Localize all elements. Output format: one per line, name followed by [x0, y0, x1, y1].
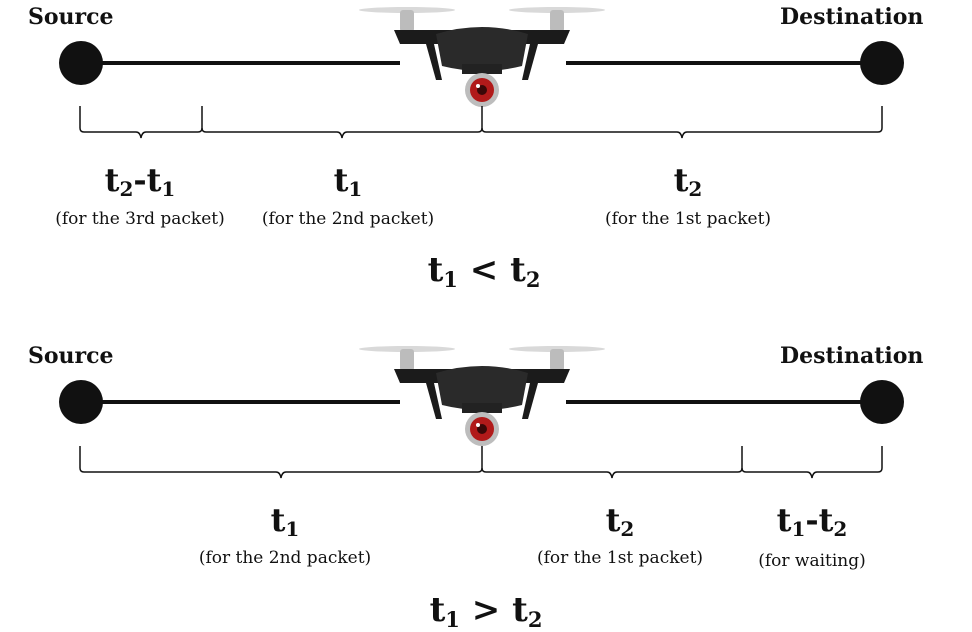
segment-time-label: t2 — [605, 501, 635, 541]
top-diagram — [59, 7, 904, 139]
comparison-label: t1 < t2 — [427, 250, 541, 292]
source-label: Source — [28, 343, 114, 369]
brace-group — [79, 446, 883, 479]
segment-time-label: t2-t1 — [104, 161, 176, 201]
segment-note: (for the 1st packet) — [604, 209, 772, 229]
brace-group — [79, 106, 883, 139]
destination-label: Destination — [780, 343, 924, 369]
source-label: Source — [28, 4, 114, 30]
segment-time-label: t1 — [333, 161, 363, 201]
drone-icon — [359, 346, 605, 446]
segment-time-label: t1-t2 — [776, 501, 848, 541]
destination-label: Destination — [780, 4, 924, 30]
segment-time-label: t1 — [270, 501, 300, 541]
drone-icon — [359, 7, 605, 107]
bottom-diagram — [59, 346, 904, 479]
segment-note: (for waiting) — [758, 551, 866, 571]
segment-time-label: t2 — [673, 161, 703, 201]
segment-note: (for the 3rd packet) — [55, 209, 225, 229]
comparison-label: t1 > t2 — [429, 590, 543, 632]
segment-note: (for the 1st packet) — [536, 548, 704, 568]
segment-note: (for the 2nd packet) — [261, 209, 435, 229]
segment-note: (for the 2nd packet) — [198, 548, 372, 568]
